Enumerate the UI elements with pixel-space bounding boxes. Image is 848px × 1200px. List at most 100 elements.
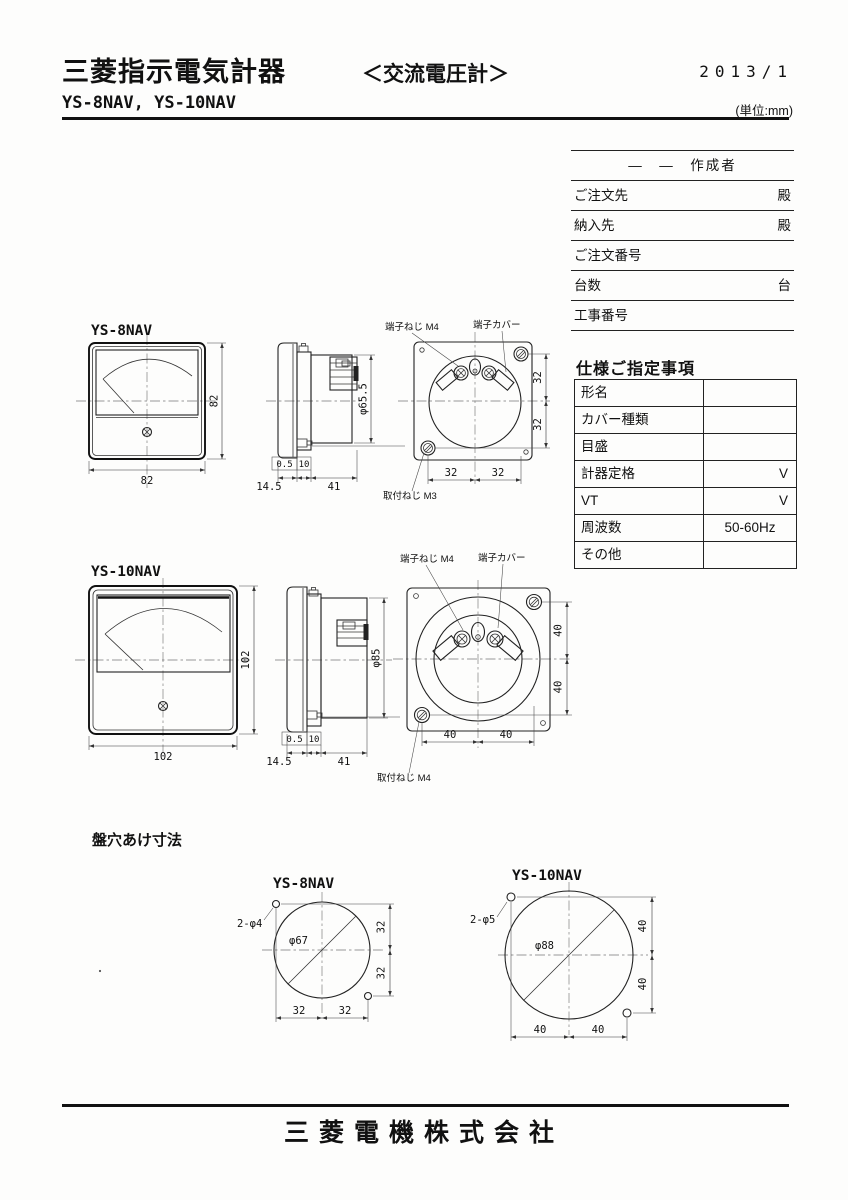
spec-value [704, 434, 796, 460]
terminal-cover-label: 端子カバー [478, 552, 526, 564]
mount-screw-label: 取付ねじ M3 [383, 491, 437, 502]
dim-pitch-r1: 40 [553, 624, 565, 637]
dim-panel: 10 [309, 735, 320, 745]
spec-value [704, 380, 796, 406]
dim-pitch-r2: 40 [553, 681, 565, 694]
dim-front-width: 102 [154, 751, 173, 763]
spec-table-title: 仕様ご指定事項 [576, 361, 696, 378]
spec-row-cover: カバー種類 [575, 407, 796, 434]
side-top-screw [298, 343, 309, 353]
ys8-side-view: φ65.5 0.5 10 14.5 41 [256, 342, 405, 493]
stray-mark [98, 969, 102, 973]
hole8-small-holes: 2-φ4 [237, 918, 262, 930]
mount-hole-tl [271, 899, 281, 909]
mount-screw-label: 取付ねじ M4 [377, 773, 431, 784]
panel-hole-drawing: 盤穴あけ寸法 YS-8NAV φ67 2-φ4 32 32 [91, 831, 656, 1041]
ys8-hole-view: YS-8NAV φ67 2-φ4 32 32 32 32 [237, 876, 394, 1022]
row-suffix: 台 [777, 278, 792, 293]
hole8-b1: 32 [293, 1005, 306, 1017]
spec-value: V [778, 493, 788, 508]
terminal-cluster [435, 358, 515, 392]
meter-needle [104, 633, 144, 671]
hole8-diagonal [287, 915, 357, 985]
side-bottom-screw [306, 710, 400, 720]
hole8-b2: 32 [339, 1005, 352, 1017]
dim-depth: 14.5 [256, 481, 281, 493]
dim-body-diameter: φ65.5 [358, 383, 370, 415]
ys8nav-drawing: YS-8NAV 82 82 [76, 319, 550, 502]
spec-table: 形名 カバー種類 目盛 計器定格 V VT V 周波数 50-60Hz その他 [574, 379, 797, 569]
table-row-creator: — — 作成者 [571, 151, 794, 181]
hole10-b1: 40 [534, 1024, 547, 1036]
table-row-work-no: 工事番号 [571, 301, 794, 331]
row-label: 納入先 [574, 218, 615, 233]
ys10nav-drawing: YS-10NAV 102 102 [75, 552, 572, 784]
ys10-front-view: 102 102 [75, 578, 258, 763]
creator-cell: — — 作成者 [628, 158, 737, 173]
terminal-cover-left [432, 634, 460, 662]
spec-label: 計器定格 [575, 461, 704, 487]
table-row-customer: ご注文先 殿 [571, 181, 794, 211]
mount-screw-top-right [525, 593, 543, 611]
terminal-cover-right [491, 368, 515, 392]
dim-gap: 0.5 [276, 460, 292, 470]
ys10-side-view: φ85 0.5 10 14.5 41 [266, 586, 400, 768]
spec-row-other: その他 [575, 542, 796, 569]
dim-pitch-r2: 32 [532, 418, 544, 431]
mount-hole-br [622, 1008, 632, 1018]
hole10-v2: 40 [637, 978, 649, 991]
hole-section-title: 盤穴あけ寸法 [91, 831, 182, 849]
ys8-front-view: 82 82 [76, 335, 226, 488]
row-label: ご注文番号 [574, 248, 642, 263]
hole8-diameter: φ67 [289, 935, 308, 947]
spec-label: カバー種類 [575, 407, 704, 433]
hole10-diagonal [523, 909, 615, 1001]
spec-value [704, 407, 796, 433]
side-terminal-block [336, 619, 369, 647]
spec-row-rating: 計器定格 V [575, 461, 796, 488]
row-suffix: 殿 [777, 188, 792, 203]
ys10-hole-view: YS-10NAV φ88 2-φ5 40 40 40 40 [470, 868, 656, 1041]
zero-adjust-screw [141, 426, 153, 438]
spec-label: 形名 [575, 380, 704, 406]
spec-row-vt: VT V [575, 488, 796, 515]
dim-depth: 14.5 [266, 756, 291, 768]
hole10-small-holes: 2-φ5 [470, 914, 495, 926]
terminal-screw-label: 端子ねじ M4 [385, 321, 439, 333]
terminal-cluster [432, 621, 524, 662]
spec-value: V [778, 466, 788, 481]
product-type-title: ＜交流電圧計＞ [362, 63, 509, 86]
hole8-v1: 32 [376, 921, 388, 934]
ys8-model-label: YS-8NAV [91, 323, 152, 339]
dim-pitch-r1: 32 [532, 371, 544, 384]
revision-date: 2013/1 [699, 62, 793, 81]
terminal-screw-label: 端子ねじ M4 [400, 553, 454, 565]
dim-body-diameter: φ85 [371, 649, 383, 668]
dim-front-height: 82 [209, 395, 221, 408]
mount-screw-bottom-left [420, 440, 436, 456]
mount-hole-br [363, 991, 373, 1001]
meter-scale-arc [102, 358, 193, 380]
dim-pitch-b1: 40 [444, 729, 457, 741]
company-name: 三菱電機株式会社 [283, 1119, 564, 1147]
side-bottom-screw [296, 438, 405, 448]
document-title: 三菱指示電気計器 [62, 57, 286, 87]
ys10-model-label: YS-10NAV [91, 564, 161, 580]
hole10-model-label: YS-10NAV [512, 868, 582, 884]
row-label: 台数 [574, 278, 601, 293]
row-suffix: 殿 [777, 218, 792, 233]
zero-adjust-screw [157, 700, 169, 712]
row-label: 工事番号 [574, 308, 628, 323]
hole10-v1: 40 [637, 920, 649, 933]
ys10-rear-view: 端子ねじ M4 端子カバー 取付ねじ M4 40 40 40 40 [377, 552, 572, 784]
terminal-screw-left [453, 630, 471, 648]
mount-hole-tl [506, 892, 516, 902]
table-row-delivery: 納入先 殿 [571, 211, 794, 241]
spec-row-frequency: 周波数 50-60Hz [575, 515, 796, 542]
meter-scale-arc [104, 608, 223, 635]
dim-gap: 0.5 [286, 735, 302, 745]
terminal-screw-right [481, 365, 497, 381]
terminal-screw-right [486, 630, 504, 648]
model-numbers: YS-8NAV, YS-10NAV [62, 93, 236, 113]
mount-screw-bottom-left [413, 706, 431, 724]
